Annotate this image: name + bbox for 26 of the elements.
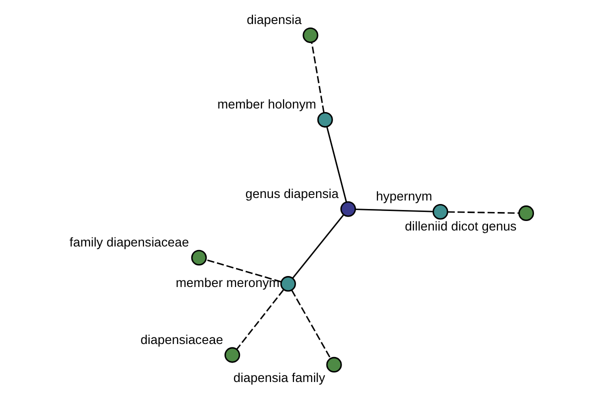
node-label: hypernym [376,188,432,204]
node-circle [326,356,342,373]
connector [292,214,344,279]
connector [326,126,348,202]
node-label: diapensia [246,12,302,28]
node-circle [340,201,356,217]
connector [355,208,433,212]
connector [448,211,519,214]
node-circle [280,276,296,292]
node-label: member holonym [217,96,316,112]
node-label: dilleniid dicot genus [404,218,517,234]
node-circle [224,347,240,363]
connector [236,289,284,350]
node-circle [191,250,207,266]
node-label: genus diapensia [245,186,339,201]
connector [206,259,282,282]
node-circle [317,112,333,128]
connector [291,290,331,359]
connector [311,42,325,113]
node-circle [518,205,534,222]
node-circle [432,204,448,220]
node-circle [302,27,318,44]
node-label: family diapensiaceae [70,234,190,250]
node-label: member meronym [176,274,280,290]
node-label: diapensia family [233,370,326,386]
node-label: diapensiaceae [140,332,224,347]
